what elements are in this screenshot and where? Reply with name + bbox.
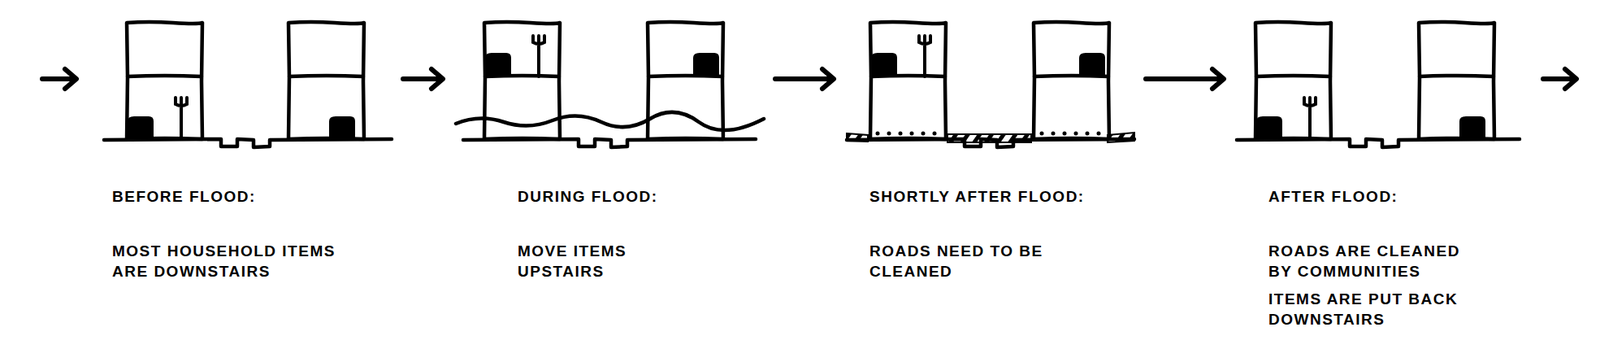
stage-panel: SHORTLY AFTER FLOOD: ROADS NEED TO BE CLE… (845, 16, 1137, 342)
panel-after (1236, 21, 1520, 148)
flow-arrow (775, 69, 834, 89)
flow-arrow (1145, 69, 1224, 89)
stage-note: MOST HOUSEHOLD ITEMS ARE DOWNSTAIRS (112, 240, 356, 282)
stage-panel: DURING FLOOD: MOVE ITEMS UPSTAIRS (454, 16, 766, 342)
stage-heading: SHORTLY AFTER FLOOD: (869, 186, 1137, 207)
mud-dots (875, 131, 1102, 136)
flood-water (455, 112, 764, 131)
panel-shortly-after (846, 21, 1135, 148)
stage-panel: BEFORE FLOOD: MOST HOUSEHOLD ITEMS ARE DO… (102, 16, 394, 342)
stage-note: ROADS ARE CLEANED BY COMMUNITIES (1268, 240, 1484, 282)
stage-note: ROADS NEED TO BE CLEANED (869, 240, 1089, 282)
stage-note: MOVE ITEMS UPSTAIRS (517, 240, 664, 282)
stage-note: ITEMS ARE PUT BACK DOWNSTAIRS (1268, 288, 1505, 330)
stage-heading: BEFORE FLOOD: (112, 186, 394, 207)
lead-arrow (42, 69, 77, 89)
panel-during (455, 21, 764, 148)
flow-arrow (403, 69, 443, 89)
stage-panel: AFTER FLOOD: ROADS ARE CLEANED BY COMMUNI… (1235, 16, 1521, 342)
stage-heading: AFTER FLOOD: (1268, 186, 1521, 207)
panel-before (104, 21, 392, 148)
trail-arrow (1543, 69, 1577, 89)
stage-heading: DURING FLOOD: (517, 186, 766, 207)
